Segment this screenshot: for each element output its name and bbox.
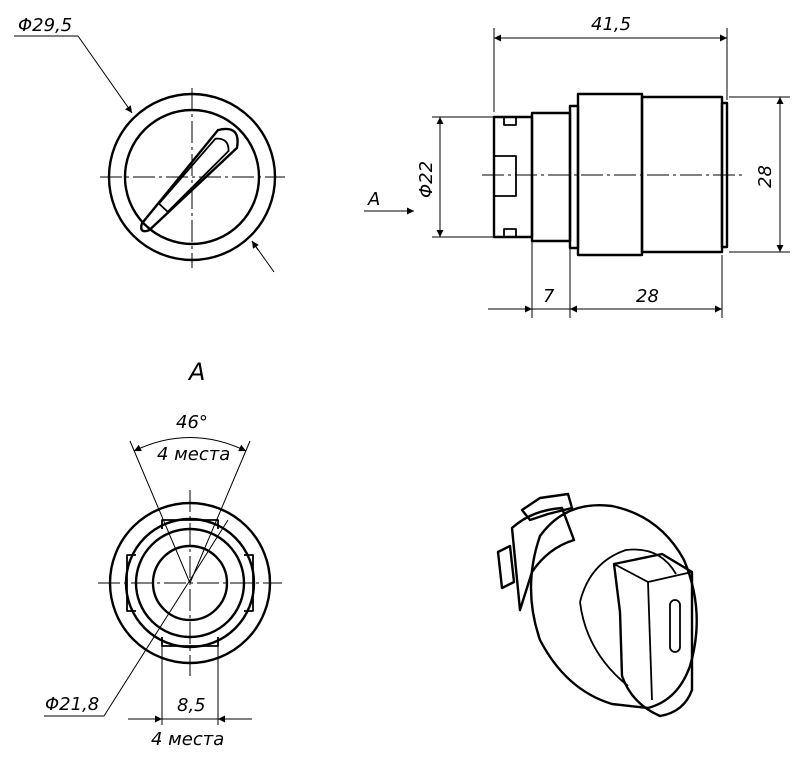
clip-tab-bottom (503, 228, 517, 238)
lever-outline (140, 127, 239, 233)
slot-width-label: 8,5 (177, 695, 206, 716)
iso-rear-body (510, 506, 576, 612)
overall-length-label: 41,5 (591, 14, 631, 35)
angle-line-left (129, 440, 191, 584)
diameter-leader (77, 35, 133, 114)
shaft-diameter-label: Φ22 (416, 161, 437, 198)
iso-face-ring-lower (579, 601, 629, 687)
top-diameter-label: Φ29,5 (18, 15, 72, 36)
top-view: Φ29,5 (14, 15, 285, 273)
rear-clip-body (492, 115, 534, 239)
view-a: A 46° 4 места Φ21,8 8,5 4 места (44, 358, 282, 750)
iso-bezel-shell (529, 504, 698, 710)
body-length-label: 28 (636, 286, 659, 307)
collar-width-label: 7 (543, 286, 555, 307)
side-view: 41,5 28 Φ22 A 7 28 (364, 14, 790, 318)
clip-tab-top (503, 116, 517, 126)
lever-indicator-slot (158, 137, 230, 213)
view-arrow-label: A (367, 189, 380, 210)
height-label: 28 (755, 165, 776, 188)
diameter-leader-arrow-2 (251, 240, 259, 251)
notch-top (161, 519, 219, 529)
angle-label: 46° (176, 412, 208, 433)
notch-bottom (161, 637, 219, 647)
iso-lever-indicator (669, 599, 681, 653)
iso-clip-left (496, 544, 516, 590)
isometric-view (496, 492, 698, 718)
angle-arc (133, 437, 247, 452)
iso-clip-top (520, 492, 574, 522)
iso-lever-ridge (647, 581, 653, 701)
angle-line-right (189, 440, 251, 584)
bore-diameter-label: Φ21,8 (45, 694, 99, 715)
notch-right (244, 554, 254, 612)
bore-leader (103, 519, 229, 717)
iso-lever-top-edge (613, 563, 693, 583)
rotary-lever (140, 127, 239, 233)
view-a-title: A (187, 358, 205, 386)
angle-count-label: 4 места (157, 444, 230, 465)
collar (530, 111, 572, 243)
clip-notch (494, 155, 517, 197)
iso-lever (612, 552, 694, 718)
slot-count-label: 4 места (151, 729, 224, 750)
iso-face-ring (579, 548, 677, 603)
